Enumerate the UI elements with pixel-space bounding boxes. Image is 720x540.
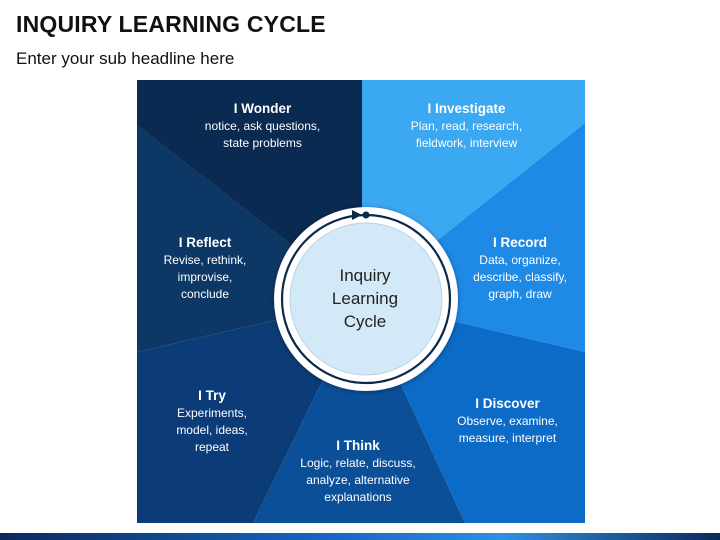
ring-arrowhead-icon [352, 210, 362, 220]
label-reflect: I Reflect Revise, rethink, improvise, co… [150, 234, 260, 303]
label-try: I Try Experiments, model, ideas, repeat [157, 387, 267, 456]
think-line-2: analyze, alternative [306, 473, 410, 487]
center-label: Inquiry Learning Cycle [290, 264, 440, 333]
page-title: INQUIRY LEARNING CYCLE [16, 11, 326, 37]
try-line-3: repeat [194, 440, 230, 454]
label-discover: I Discover Observe, examine, measure, in… [440, 395, 575, 447]
investigate-title: I Investigate [427, 101, 506, 116]
wonder-title: I Wonder [233, 101, 292, 116]
think-title: I Think [336, 438, 380, 453]
think-line-1: Logic, relate, discuss, [300, 456, 416, 470]
discover-line-2: measure, interpret [458, 431, 557, 445]
ring-start-dot-icon [362, 211, 370, 219]
center-disc [289, 222, 443, 376]
try-line-2: model, ideas, [176, 423, 248, 437]
try-line-1: Experiments, [176, 406, 248, 420]
wonder-line-2: state problems [223, 136, 302, 150]
reflect-line-3: conclude [180, 287, 230, 301]
investigate-line-2: fieldwork, interview [415, 136, 518, 150]
reflect-title: I Reflect [178, 235, 232, 250]
record-line-2: describe, classify, [473, 270, 567, 284]
reflect-line-1: Revise, rethink, [163, 253, 247, 267]
label-think: I Think Logic, relate, discuss, analyze,… [288, 437, 428, 506]
label-wonder: I Wonder notice, ask questions, state pr… [180, 100, 345, 152]
label-investigate: I Investigate Plan, read, research, fiel… [384, 100, 549, 152]
wonder-line-1: notice, ask questions, [204, 119, 321, 133]
think-line-3: explanations [324, 490, 392, 504]
segment-think [253, 300, 465, 523]
investigate-line-1: Plan, read, research, [410, 119, 523, 133]
center-line-2: Learning [331, 289, 399, 308]
try-title: I Try [198, 388, 226, 403]
discover-title: I Discover [475, 396, 540, 411]
record-line-1: Data, organize, [479, 253, 561, 267]
discover-line-1: Observe, examine, [457, 414, 558, 428]
record-line-3: graph, draw [488, 287, 552, 301]
center-line-3: Cycle [343, 312, 387, 331]
bottom-accent-bar [0, 533, 720, 540]
page-subtitle: Enter your sub headline here [16, 49, 235, 68]
center-line-1: Inquiry [339, 266, 391, 285]
label-record: I Record Data, organize, describe, class… [460, 234, 580, 303]
reflect-line-2: improvise, [177, 270, 233, 284]
record-title: I Record [492, 235, 547, 250]
